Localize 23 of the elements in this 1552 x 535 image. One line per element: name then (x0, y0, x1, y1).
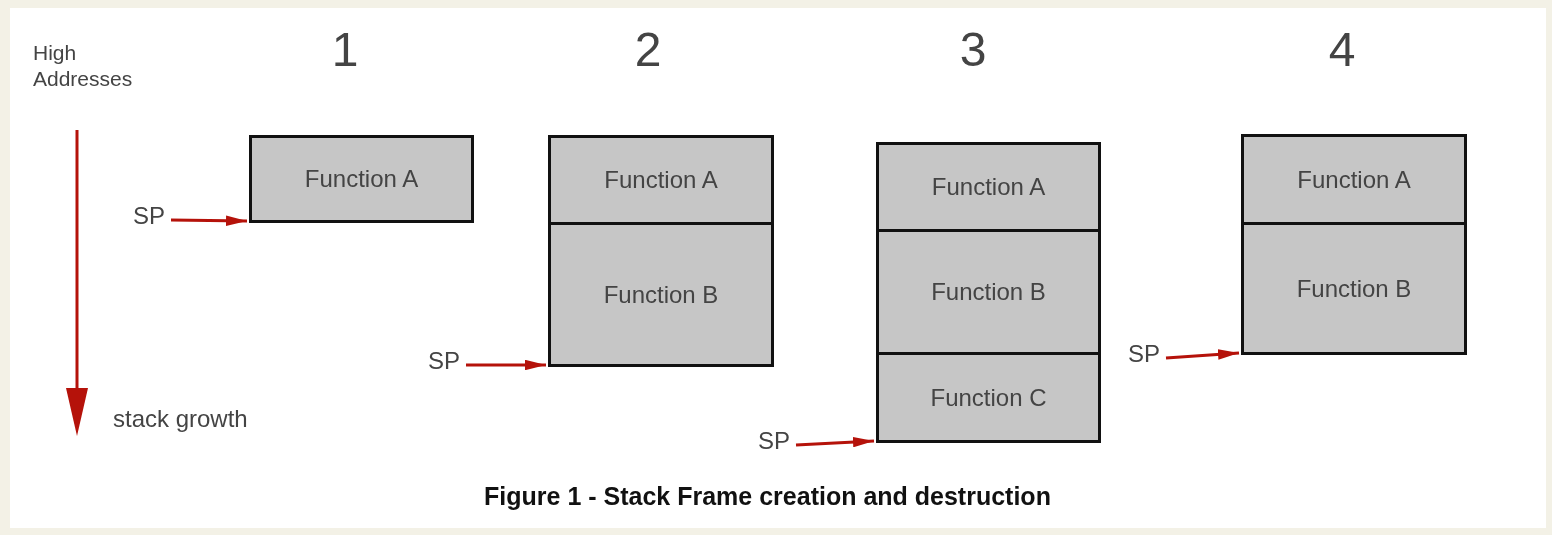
arrow (795, 436, 875, 448)
stack-pointer-label: SP (1105, 340, 1160, 368)
axis-note: stack growth (113, 404, 249, 434)
stack-pointer-label: SP (405, 347, 460, 375)
stack-pointer-label: SP (735, 427, 790, 455)
stack-frame-box: Function B (548, 222, 774, 367)
stack-frame-box: Function A (876, 142, 1101, 232)
step-number: 1 (330, 22, 360, 78)
step-number: 2 (633, 22, 663, 78)
stack-frame-box: Function A (249, 135, 474, 223)
arrow (170, 215, 248, 226)
stack-frame-box: Function B (1241, 222, 1467, 355)
axis-note: High Addresses (33, 40, 134, 93)
arrow (466, 359, 546, 371)
figure-caption: Figure 1 - Stack Frame creation and destruction (483, 482, 1052, 511)
stack-frame-box: Function B (876, 229, 1101, 355)
arrow (1165, 349, 1240, 360)
stack-pointer-label: SP (110, 202, 165, 230)
stack-frame-box: Function A (1241, 134, 1467, 225)
stack-frame-box: Function A (548, 135, 774, 225)
step-number: 3 (958, 22, 988, 78)
step-number: 4 (1327, 22, 1357, 78)
stack-frame-box: Function C (876, 352, 1101, 443)
